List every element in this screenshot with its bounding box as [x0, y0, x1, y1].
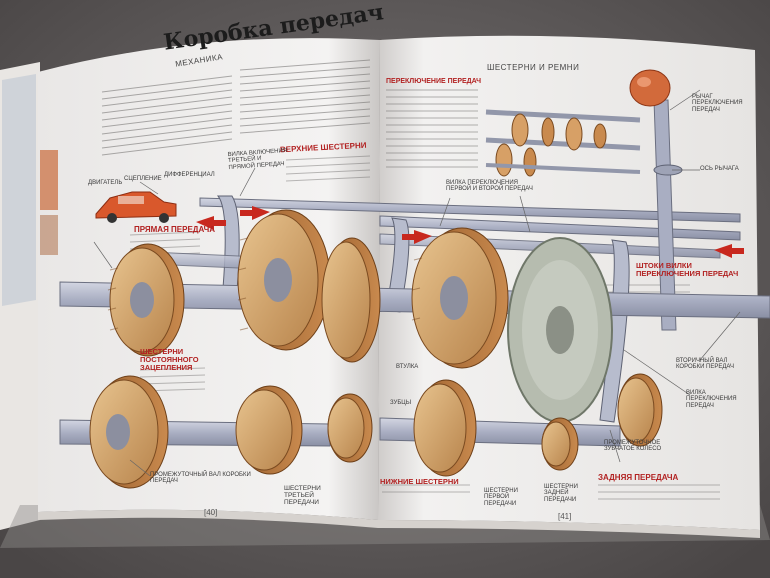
label-lever: РЫЧАГ ПЕРЕКЛЮЧЕНИЯ ПЕРЕДАЧ: [692, 94, 743, 113]
label-secondary-shaft: ВТОРИЧНЫЙ ВАЛ КОРОБКИ ПЕРЕДАЧ: [676, 358, 734, 371]
gear-cluster-right: [411, 227, 663, 477]
section-header-right: ШЕСТЕРНИ И РЕМНИ: [487, 63, 580, 72]
label-shift-rods: ШТОКИ ВИЛКИ ПЕРЕКЛЮЧЕНИЯ ПЕРЕДАЧ: [636, 261, 739, 278]
label-intermediate-shaft: ПРОМЕЖУТОЧНЫЙ ВАЛ КОРОБКИ ПЕРЕДАЧ: [150, 472, 251, 485]
label-differential: ДИФФЕРЕНЦИАЛ: [164, 172, 215, 178]
label-direct-gear: ПРЯМАЯ ПЕРЕДАЧА: [134, 225, 216, 234]
label-reverse: ЗАДНЯЯ ПЕРЕДАЧА: [598, 473, 679, 482]
label-shift-fork: ВИЛКА ПЕРЕКЛЮЧЕНИЯ ПЕРЕДАЧ: [686, 390, 737, 409]
label-clutch: СЦЕПЛЕНИЕ: [124, 176, 162, 182]
label-idler: ПРОМЕЖУТОЧНОЕ ЗУБЧАТОЕ КОЛЕСО: [604, 440, 662, 453]
gear-cluster-middle: [235, 209, 381, 475]
page-number-left: [40]: [204, 508, 218, 517]
label-constant-mesh: ШЕСТЕРНИ ПОСТОЯННОГО ЗАЦЕПЛЕНИЯ: [140, 347, 199, 372]
label-gear-shifting: ПЕРЕКЛЮЧЕНИЕ ПЕРЕДАЧ: [386, 78, 482, 85]
label-reverse-gears: ШЕСТЕРНИ ЗАДНЕЙ ПЕРЕДАЧИ: [544, 484, 578, 503]
label-bushing: ВТУЛКА: [396, 364, 419, 370]
label-engine: ДВИГАТЕЛЬ: [88, 180, 123, 186]
label-first-gear: ШЕСТЕРНИ ПЕРВОЙ ПЕРЕДАЧИ: [484, 488, 518, 507]
label-lower-gears: НИЖНИЕ ШЕСТЕРНИ: [380, 477, 459, 486]
label-lever-axis: ОСЬ РЫЧАГА: [700, 166, 739, 172]
gear-cluster-left: [89, 243, 185, 489]
car-illustration: [95, 191, 177, 223]
label-fork-1-2: ВИЛКА ПЕРЕКЛЮЧЕНИЯ ПЕРВОЙ И ВТОРОЙ ПЕРЕД…: [446, 180, 533, 193]
label-teeth: ЗУБЦЫ: [390, 400, 412, 406]
label-third-gear: ШЕСТЕРНИ ТРЕТЬЕЙ ПЕРЕДАЧИ: [284, 485, 321, 506]
detail-diagram: [485, 109, 641, 177]
page-number-right: [41]: [558, 512, 572, 521]
